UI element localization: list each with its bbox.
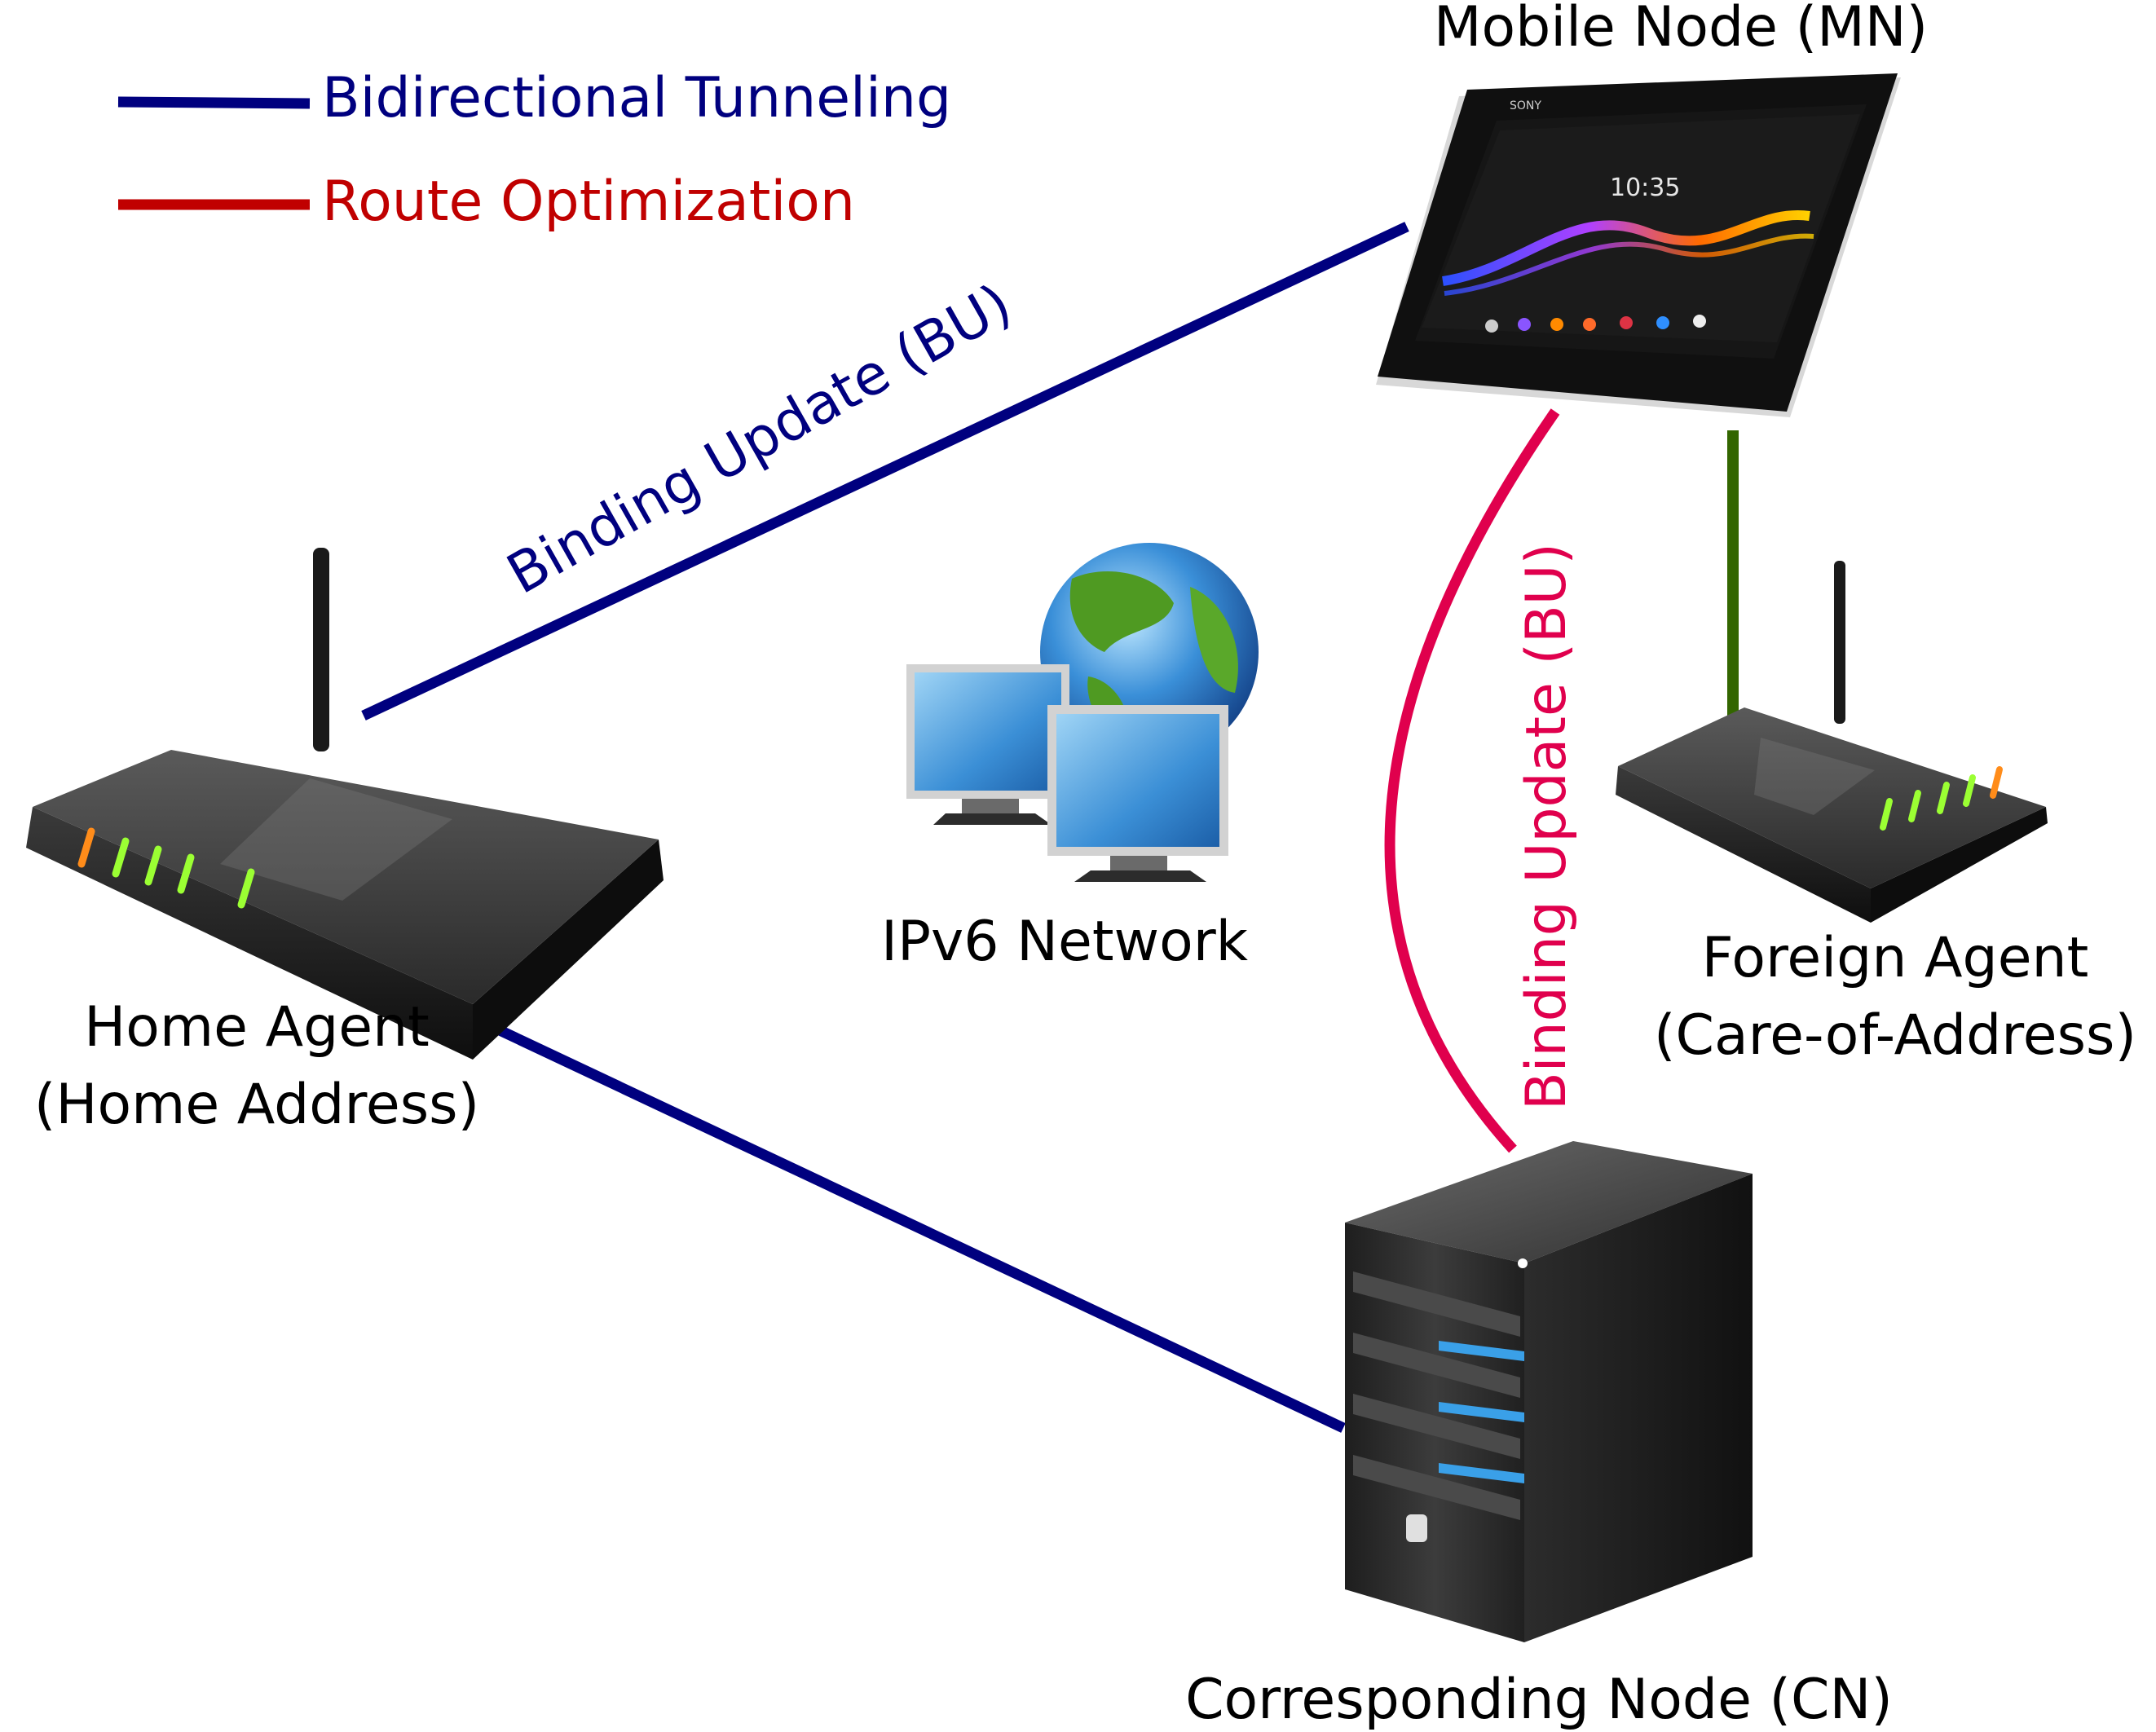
corresponding-node: Corresponding Node (CN) xyxy=(1185,1141,1893,1732)
router-icon xyxy=(26,548,664,1060)
foreign-agent-address-label: (Care-of-Address) xyxy=(1654,1003,2136,1068)
tablet-icon: SONY 10:35 xyxy=(1376,73,1901,417)
mobile-node-label: Mobile Node (MN) xyxy=(1434,0,1928,59)
home-agent-label: Home Agent xyxy=(84,995,430,1060)
ipv6-network-label: IPv6 Network xyxy=(881,910,1249,974)
mn-cn-route-optimization-arc xyxy=(1384,408,1560,1153)
tablet-brand: SONY xyxy=(1510,99,1541,112)
ha-cn-tunnel-line xyxy=(483,1019,1346,1433)
legend-label-route-optimization: Route Optimization xyxy=(322,170,855,234)
ha-mn-tunnel-line xyxy=(361,222,1409,721)
server-tower-icon xyxy=(1345,1141,1753,1642)
home-agent-address-label: (Home Address) xyxy=(34,1073,479,1137)
corresponding-node-label: Corresponding Node (CN) xyxy=(1185,1668,1893,1732)
mobile-node: Mobile Node (MN) SONY 10:35 xyxy=(1376,0,1928,417)
foreign-agent: Foreign Agent (Care-of-Address) xyxy=(1616,561,2136,1068)
ipv6-network: IPv6 Network xyxy=(881,543,1259,974)
legend-swatch-tunneling xyxy=(117,96,311,109)
home-agent: Home Agent (Home Address) xyxy=(26,548,664,1137)
globe-computers-icon xyxy=(906,543,1259,882)
legend-label-tunneling: Bidirectional Tunneling xyxy=(322,66,951,130)
binding-update-label-red: Binding Update (BU) xyxy=(1514,543,1579,1110)
foreign-agent-label: Foreign Agent xyxy=(1702,926,2089,990)
tablet-clock: 10:35 xyxy=(1610,174,1680,202)
router-icon xyxy=(1616,561,2048,923)
legend: Bidirectional Tunneling Route Optimizati… xyxy=(117,66,951,234)
